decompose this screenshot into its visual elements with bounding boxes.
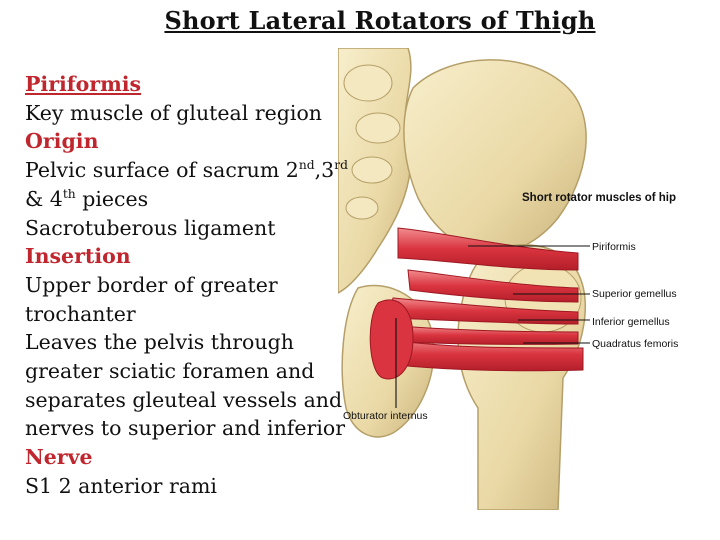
label-obturator-internus: Obturator internus xyxy=(343,410,428,422)
notes-column: Piriformis Key muscle of gluteal region … xyxy=(25,70,355,501)
note-text: pieces xyxy=(75,186,149,211)
note-line: Key muscle of gluteal region xyxy=(25,100,322,125)
sacrum-bone xyxy=(338,48,412,294)
note-line: greater sciatic foramen and xyxy=(25,359,315,384)
hip-anatomy-illustration xyxy=(338,48,590,510)
note-line-origin-sacrum: Pelvic surface of sacrum 2nd,3rd xyxy=(25,156,355,185)
heading-nerve: Nerve xyxy=(25,445,93,470)
slide-title: Short Lateral Rotators of Thigh xyxy=(164,6,596,35)
obturator-internus-belly xyxy=(369,299,414,380)
note-text: ,3 xyxy=(314,158,335,183)
label-superior-gemellus: Superior gemellus xyxy=(592,288,677,300)
note-line: trochanter xyxy=(25,301,136,326)
label-piriformis: Piriformis xyxy=(592,241,636,253)
heading-piriformis: Piriformis xyxy=(25,72,142,96)
superscript: rd xyxy=(334,158,348,173)
note-text: Pelvic surface of sacrum 2 xyxy=(25,158,299,183)
figure-title: Short rotator muscles of hip xyxy=(522,192,676,204)
obturator-internus-muscle xyxy=(387,297,579,325)
note-line: Sacrotuberous ligament xyxy=(25,215,276,240)
superscript: th xyxy=(62,186,76,201)
piriformis-muscle xyxy=(397,227,579,271)
label-quadratus-femoris: Quadratus femoris xyxy=(592,338,679,350)
ilium-bone xyxy=(403,59,587,259)
note-line: Upper border of greater xyxy=(25,272,278,297)
label-inferior-gemellus: Inferior gemellus xyxy=(592,316,670,328)
note-line: Leaves the pelvis through xyxy=(25,330,294,355)
note-line: nerves to superior and inferior xyxy=(25,416,346,441)
note-line: S1 2 anterior rami xyxy=(25,473,217,498)
note-text: & 4 xyxy=(25,186,63,211)
note-line-origin-pieces: & 4th pieces xyxy=(25,185,355,214)
quadratus-femoris-muscle xyxy=(377,337,584,372)
heading-insertion: Insertion xyxy=(25,244,131,269)
inferior-gemellus-muscle xyxy=(397,325,579,345)
note-line: separates gleuteal vessels and xyxy=(25,387,343,412)
heading-origin: Origin xyxy=(25,129,99,154)
leader-lines xyxy=(395,245,590,408)
superscript: nd xyxy=(298,158,315,173)
